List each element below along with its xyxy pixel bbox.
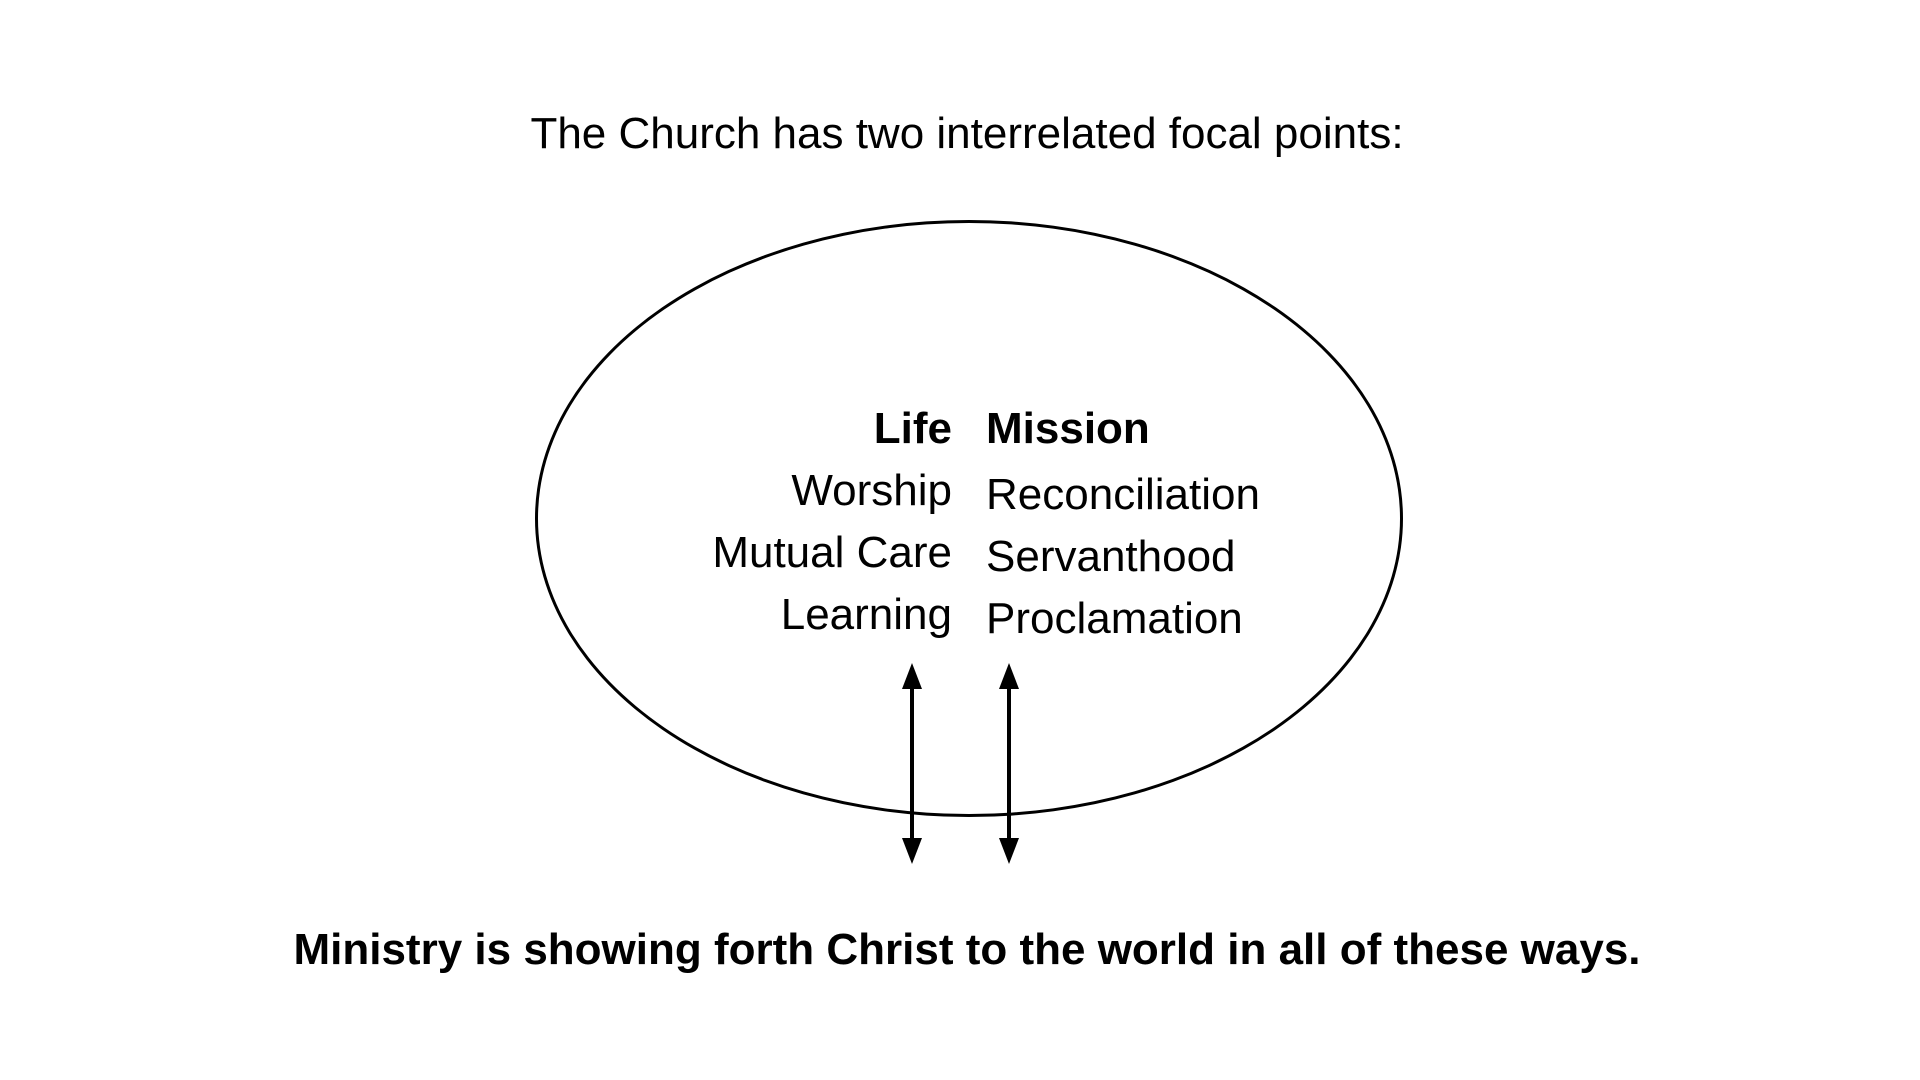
up-down-arrow-icon bbox=[902, 663, 922, 864]
mission-column: Mission Reconciliation Servanthood Procl… bbox=[986, 398, 1403, 646]
church-ellipse bbox=[535, 220, 1403, 817]
mission-column-header: Mission bbox=[986, 404, 1150, 453]
list-item: Servanthood bbox=[986, 532, 1236, 581]
up-down-arrow-icon bbox=[999, 663, 1019, 864]
life-item-list: Worship Mutual Care Learning bbox=[535, 460, 952, 646]
connector-arrows bbox=[902, 663, 1019, 864]
list-item: Learning bbox=[780, 590, 952, 639]
life-column-header: Life bbox=[873, 404, 952, 453]
slide-caption: Ministry is showing forth Christ to the … bbox=[293, 925, 1641, 974]
focal-points-columns: Life Worship Mutual Care Learning Missio… bbox=[535, 398, 1403, 646]
life-column: Life Worship Mutual Care Learning bbox=[535, 398, 952, 646]
list-item: Reconciliation bbox=[986, 470, 1260, 519]
slide-title: The Church has two interrelated focal po… bbox=[530, 109, 1404, 158]
mission-item-list: Reconciliation Servanthood Proclamation bbox=[986, 464, 1403, 650]
list-item: Mutual Care bbox=[712, 528, 952, 577]
list-item: Worship bbox=[791, 466, 952, 515]
list-item: Proclamation bbox=[986, 594, 1243, 643]
